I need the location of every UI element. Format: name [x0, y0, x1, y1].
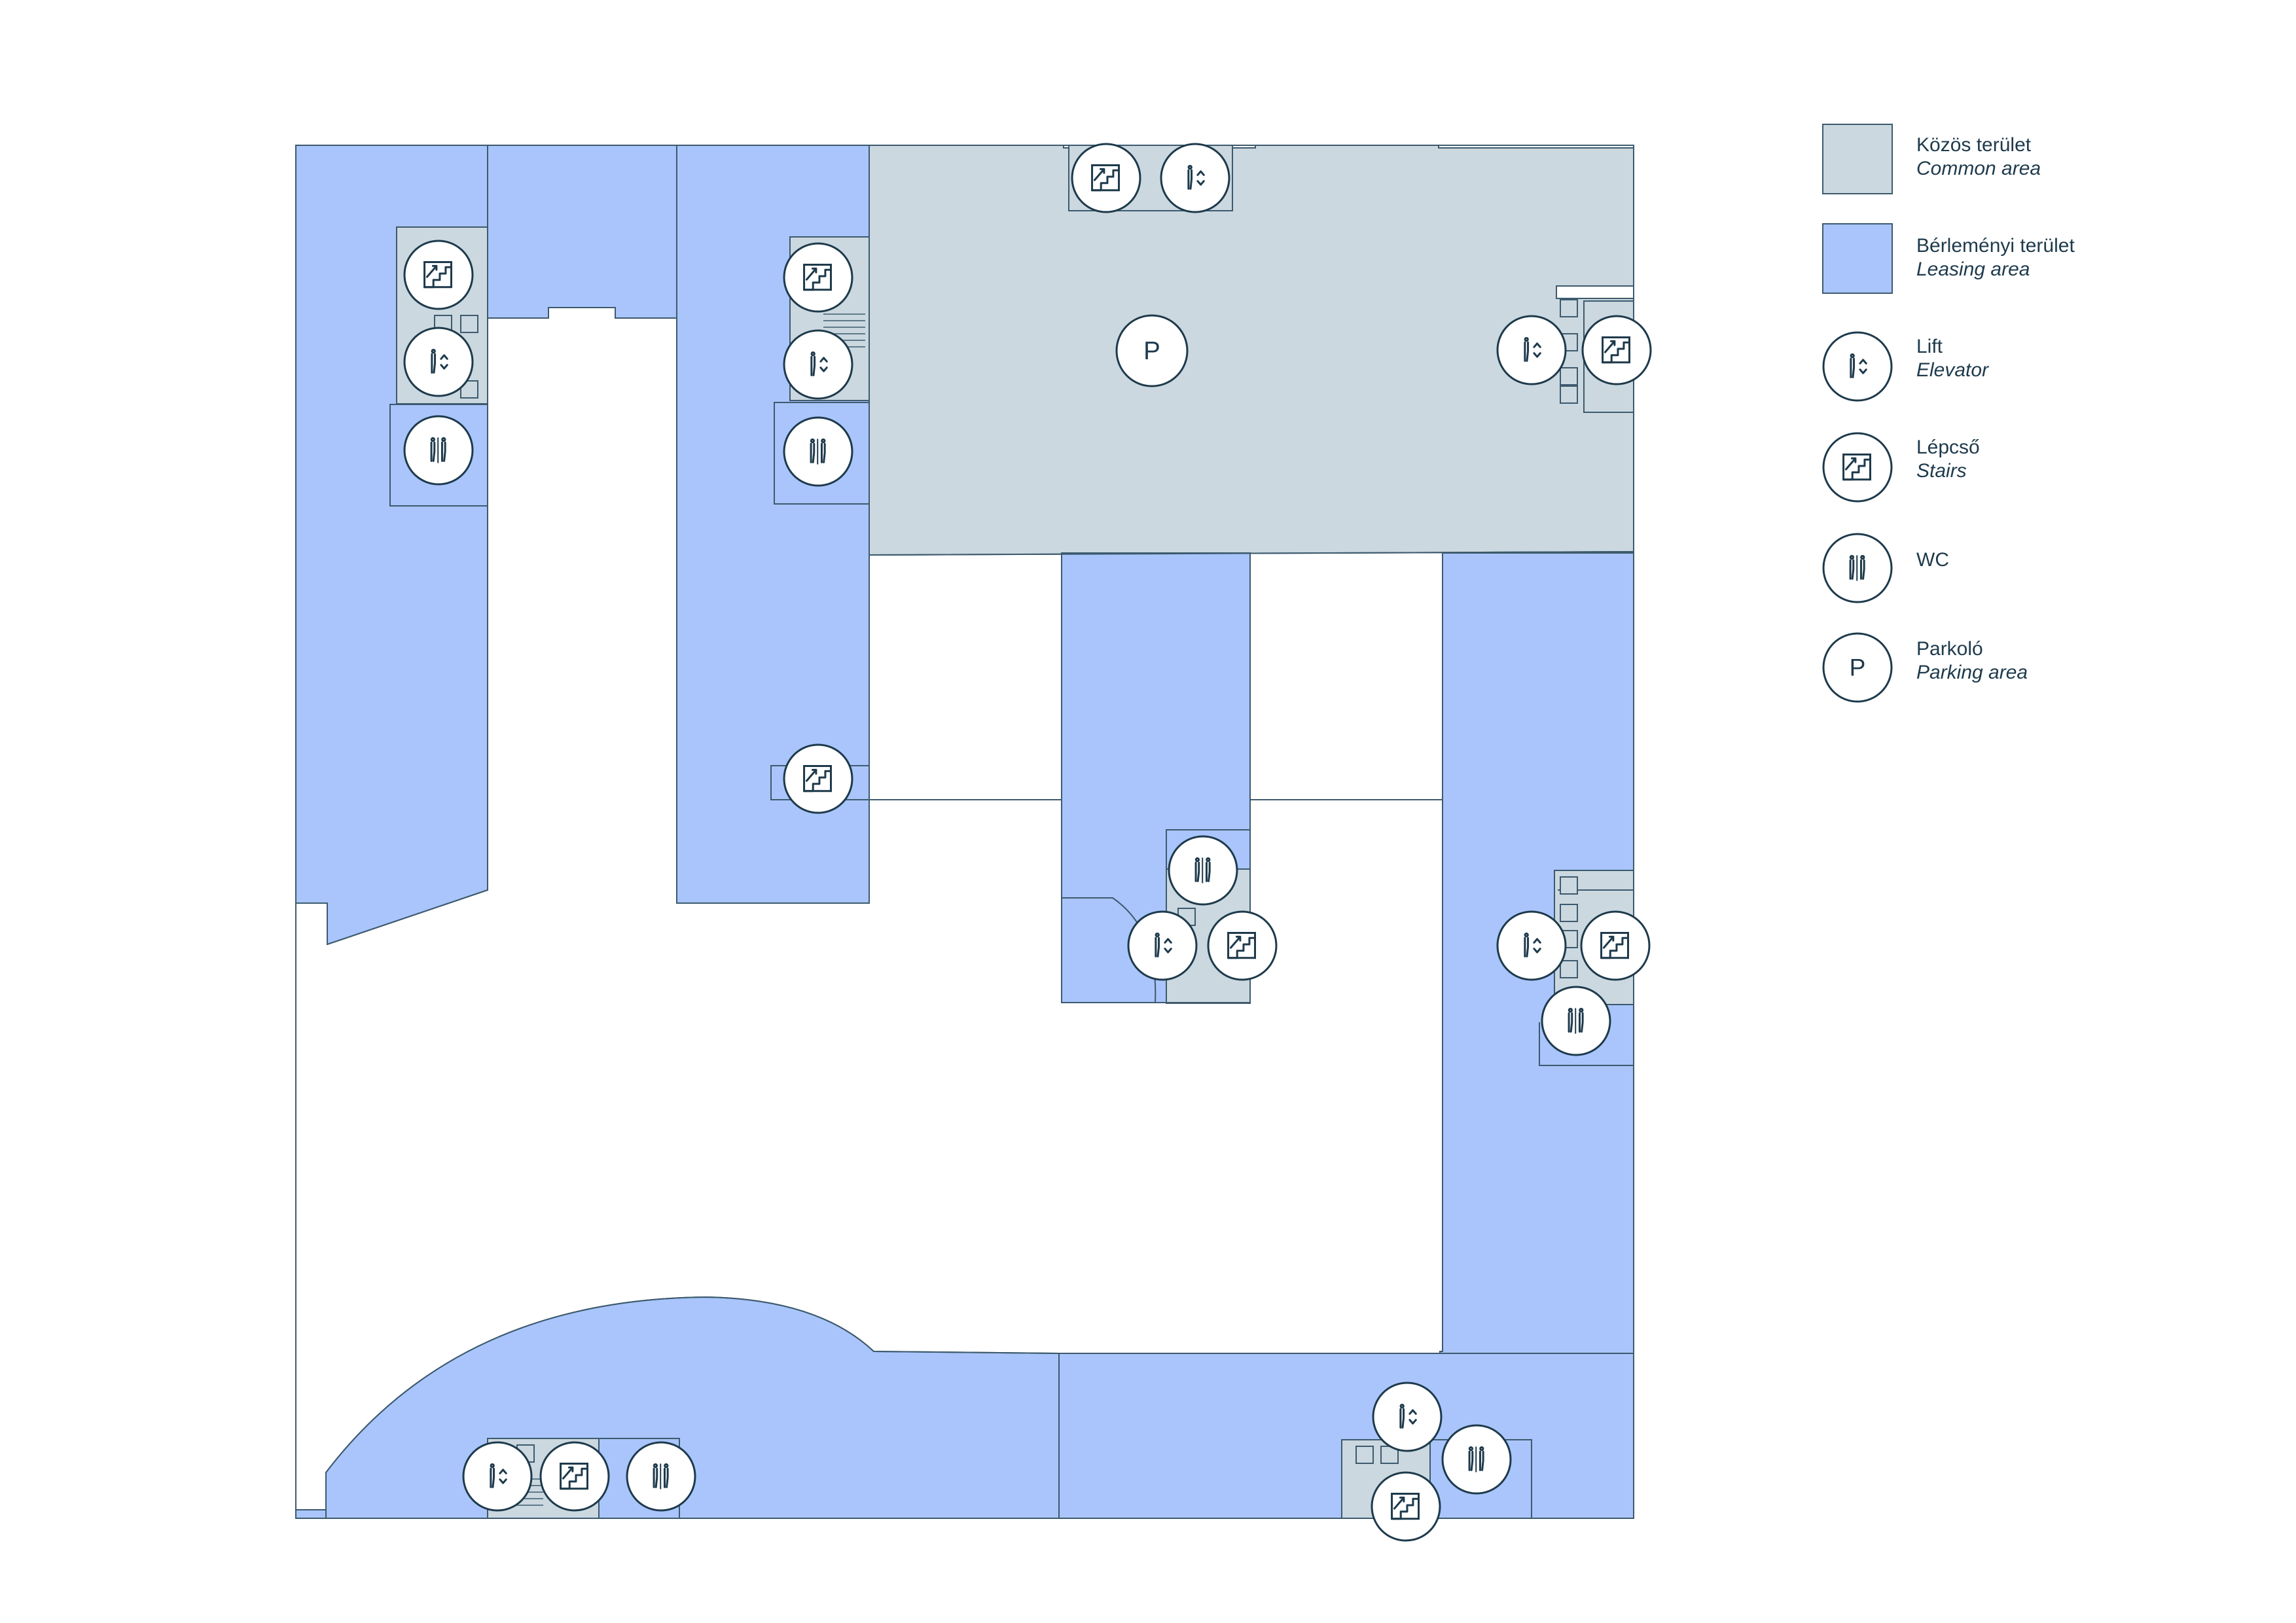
legend-hu-stairs: Lépcső [1916, 437, 1980, 458]
elevator-icon [431, 348, 448, 374]
elevator-marker [783, 329, 853, 400]
wc-icon [1468, 1446, 1484, 1472]
stairs-icon [560, 1463, 588, 1490]
legend-label-common-area: Közös terület Common area [1916, 134, 2041, 181]
legend-hu-elevator: Lift [1916, 336, 1943, 357]
elevator-icon [810, 351, 828, 376]
stairs-icon [423, 261, 452, 289]
legend-stairs-icon [1822, 432, 1893, 503]
legend-hu-leasing-area: Bérleményi terület [1916, 235, 2075, 257]
legend-label-parking: Parkoló Parking area [1916, 637, 2028, 685]
legend-label-wc: WC [1916, 548, 1949, 572]
elevator-marker [403, 327, 474, 397]
stairs-marker [1071, 143, 1141, 213]
svg-text:P: P [1850, 653, 1866, 681]
elevator-icon [1524, 932, 1541, 957]
legend-hu-common-area: Közös terület [1916, 134, 2032, 156]
wc-icon [1194, 857, 1211, 883]
elevator-icon [1524, 336, 1541, 362]
stairs-marker [783, 743, 853, 814]
stairs-marker [539, 1441, 610, 1512]
legend-label-elevator: Lift Elevator [1916, 335, 1988, 382]
stairs-icon [1227, 932, 1256, 959]
elevator-icon [490, 1463, 507, 1488]
legend-label-stairs: Lépcső Stairs [1916, 436, 1980, 483]
stairs-marker [1580, 910, 1651, 981]
parking-marker: P [1115, 314, 1189, 387]
legend-en-stairs: Stairs [1916, 460, 1967, 482]
elevator-icon [1155, 932, 1172, 957]
elevator-marker [1496, 315, 1567, 385]
stairs-icon [1600, 932, 1629, 959]
stairs-icon [803, 765, 832, 793]
legend-swatch-leasing-area [1822, 223, 1893, 294]
stairs-icon [1602, 336, 1630, 364]
elevator-marker [1372, 1382, 1443, 1452]
stairs-icon [1091, 164, 1120, 192]
elevator-icon [1850, 353, 1867, 378]
wc-marker [403, 415, 474, 486]
map-markers: P [403, 143, 1652, 1542]
stairs-marker [403, 240, 474, 310]
legend-en-leasing-area: Leasing area [1916, 259, 2030, 280]
elevator-marker [1127, 910, 1198, 981]
wc-marker [1441, 1424, 1512, 1495]
wc-icon [430, 437, 446, 463]
legend-label-leasing-area: Bérleményi terület Leasing area [1916, 234, 2075, 281]
legend-hu-wc: WC [1916, 549, 1949, 571]
stairs-marker [1371, 1471, 1441, 1542]
parking-icon: P [1143, 337, 1160, 365]
legend-parking-icon: P [1822, 632, 1893, 703]
elevator-marker [1160, 143, 1230, 213]
wc-marker [1541, 986, 1611, 1056]
stairs-icon [1391, 1493, 1420, 1520]
stairs-marker [783, 242, 853, 313]
wc-icon [1568, 1007, 1584, 1034]
legend-swatch-common-area [1822, 124, 1893, 194]
legend-hu-parking: Parkoló [1916, 638, 1983, 660]
elevator-icon [1187, 164, 1205, 190]
legend-en-parking: Parking area [1916, 662, 2028, 683]
wc-icon [810, 438, 826, 465]
svg-text:P: P [1143, 337, 1160, 365]
wc-marker [1168, 835, 1238, 906]
walkway-outline [295, 903, 327, 1519]
legend-en-elevator: Elevator [1916, 359, 1989, 381]
legend-en-common-area: Common area [1916, 158, 2041, 179]
parking-icon: P [1850, 653, 1866, 681]
legend: P [1822, 124, 1893, 703]
wc-marker [783, 416, 853, 487]
elevator-marker [1496, 910, 1567, 981]
elevator-marker [462, 1441, 533, 1512]
wc-icon [653, 1463, 669, 1489]
stairs-icon [1842, 454, 1871, 481]
wc-marker [626, 1441, 696, 1512]
stairs-marker [1207, 910, 1278, 981]
legend-elevator-icon [1822, 331, 1893, 402]
elevator-icon [1399, 1403, 1417, 1429]
stairs-marker [1581, 315, 1652, 385]
legend-wc-icon [1822, 533, 1893, 603]
wc-icon [1849, 554, 1865, 581]
stairs-icon [803, 264, 832, 291]
